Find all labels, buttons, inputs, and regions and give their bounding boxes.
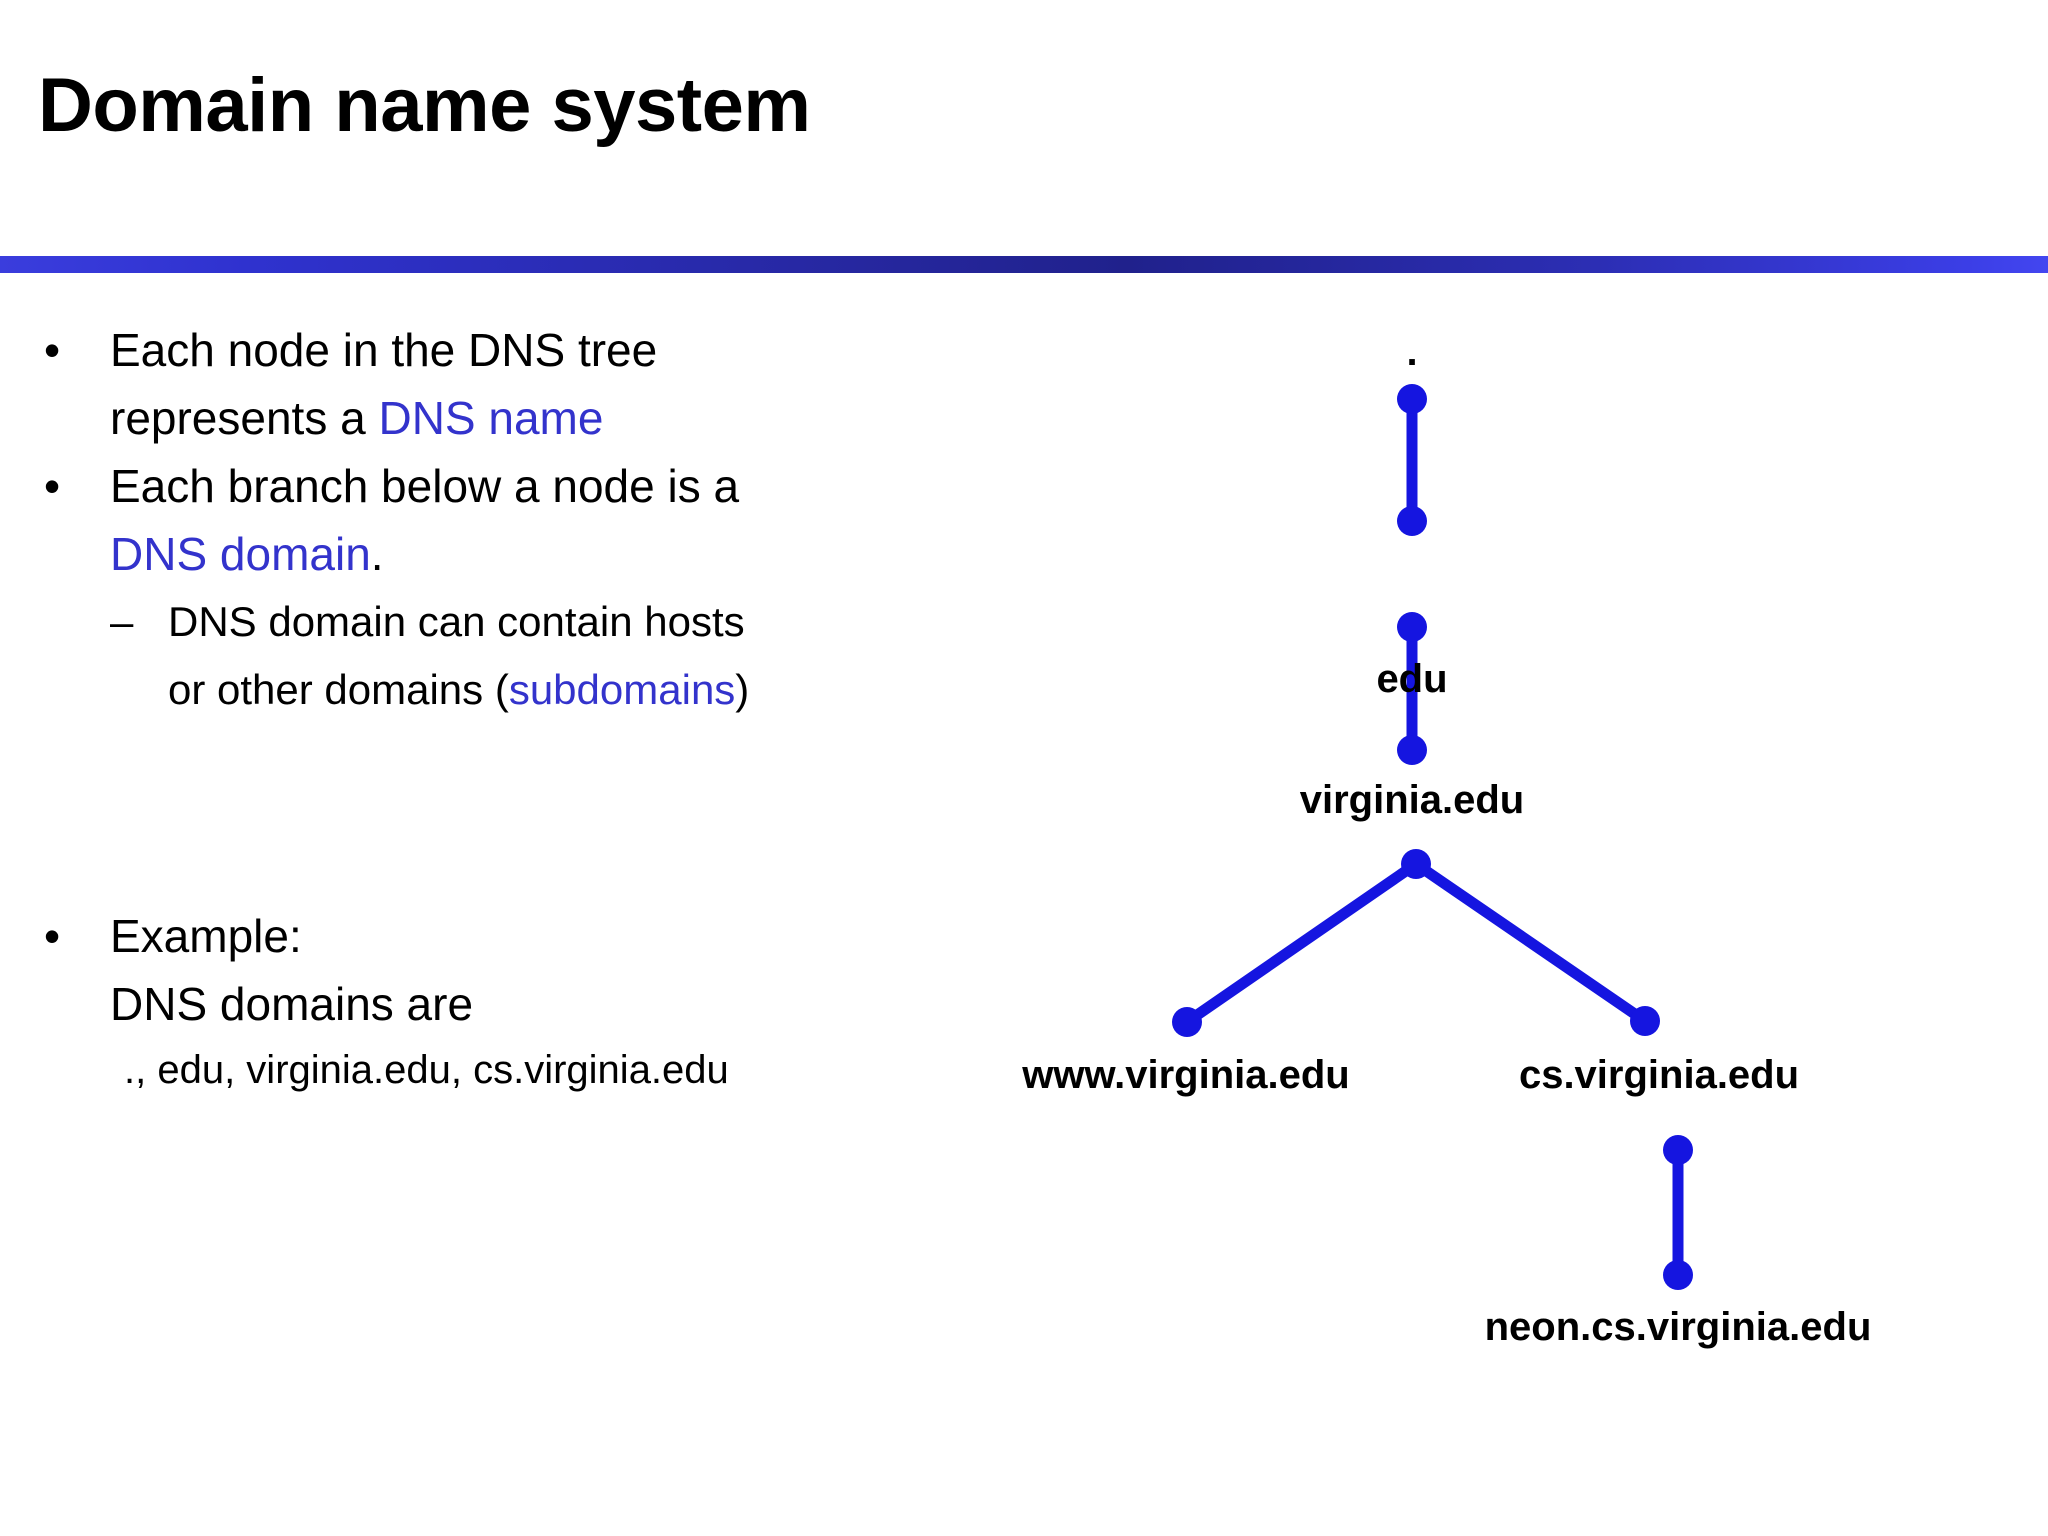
tree-node-edu-top [1397, 506, 1427, 536]
tree-label-neon-cs-virginia-edu: neon.cs.virginia.edu [1484, 1305, 1872, 1349]
bullet-text-plain: Each branch below a node is a [110, 460, 740, 512]
bullet-item-dns-name: • Each node in the DNS tree represents a… [34, 316, 764, 452]
tree-edges [1181, 393, 1684, 1281]
tree-label-root: . [1406, 330, 1418, 374]
dns-tree-diagram: . edu virginia.edu www.virginia.edu cs.v… [900, 320, 2048, 1440]
tree-label-www-virginia-edu: www.virginia.edu [1022, 1053, 1350, 1097]
tree-node-root [1397, 384, 1427, 414]
tree-node-neon-top [1663, 1135, 1693, 1165]
tree-node-cs [1630, 1006, 1660, 1036]
bullet-item-example: • Example: DNS domains are ., edu, virgi… [34, 902, 764, 1102]
tree-label-virginia-edu: virginia.edu [1299, 778, 1525, 822]
body-content: • Each node in the DNS tree represents a… [34, 316, 764, 1102]
example-line-1: Example: [110, 910, 302, 962]
tree-node-www [1172, 1007, 1202, 1037]
example-line-2: DNS domains are [110, 978, 474, 1030]
tree-node-edu-bot [1397, 612, 1427, 642]
tree-label-cs-virginia-edu: cs.virginia.edu [1518, 1053, 1800, 1097]
tree-edge [1181, 858, 1422, 1028]
sub-bullet-text: DNS domain can contain hosts or other do… [168, 588, 764, 724]
bullet-marker: • [44, 324, 61, 376]
dns-tree-graphic [1172, 384, 1693, 1290]
bullet-text-highlight: DNS domain [110, 528, 371, 580]
bullet-text-plain: Each node in the DNS tree represents a [110, 324, 658, 444]
bullet-text-period: . [370, 528, 384, 580]
example-text: Example: DNS domains are ., edu, virgini… [110, 902, 764, 1102]
content-spacer [34, 724, 764, 902]
bullet-text: Each node in the DNS tree represents a D… [110, 316, 764, 452]
tree-nodes [1172, 384, 1693, 1290]
title-divider [0, 256, 2048, 273]
sub-bullet-text-close-paren: ) [735, 666, 750, 713]
tree-node-branch [1401, 849, 1431, 879]
sub-bullet-text-highlight: subdomains [508, 666, 736, 713]
tree-node-neon-bot [1663, 1260, 1693, 1290]
example-line-3: ., edu, virginia.edu, cs.virginia.edu [124, 1048, 729, 1092]
bullet-marker: • [44, 910, 61, 962]
bullet-text: Each branch below a node is a DNS domain… [110, 452, 764, 588]
tree-label-edu: edu [1376, 657, 1448, 701]
page-title: Domain name system [38, 63, 811, 148]
bullet-text-highlight: DNS name [378, 392, 604, 444]
bullet-item-dns-domain: • Each branch below a node is a DNS doma… [34, 452, 764, 588]
tree-node-virg-bot [1397, 735, 1427, 765]
sub-bullet-marker: – [110, 598, 134, 645]
sub-bullet-item-subdomains: – DNS domain can contain hosts or other … [110, 588, 764, 724]
sub-bullet-text-plain: DNS domain can contain hosts or other do… [168, 598, 745, 713]
bullet-marker: • [44, 460, 61, 512]
tree-edge [1410, 858, 1651, 1027]
